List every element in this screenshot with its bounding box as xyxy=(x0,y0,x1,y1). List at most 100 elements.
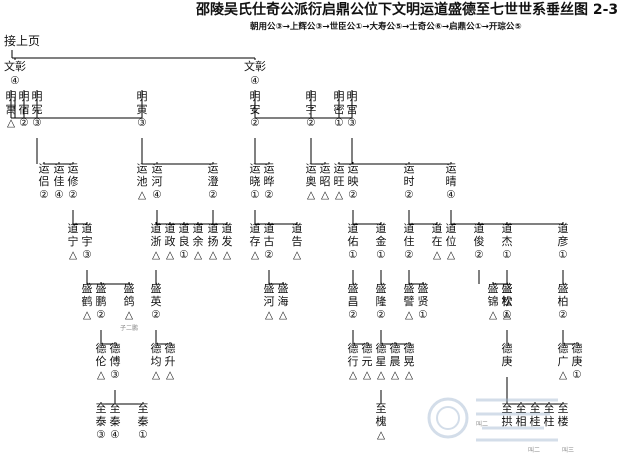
seniority-mark: ④ xyxy=(10,75,19,87)
seniority-mark: ④ xyxy=(54,189,63,201)
person-p48: 盛河△ xyxy=(264,281,275,321)
generation-char: 至 xyxy=(502,402,513,415)
person-p3: 明寓△ xyxy=(6,90,17,129)
seniority-mark: △ xyxy=(251,249,260,261)
seniority-mark: △ xyxy=(69,249,78,261)
seniority-mark: ② xyxy=(151,309,160,321)
generation-char: 道 xyxy=(446,221,457,235)
given-name: 佳 xyxy=(54,174,65,188)
seniority-mark: ② xyxy=(558,309,567,321)
generation-char: 运 xyxy=(320,162,331,175)
given-name: 柱 xyxy=(544,414,555,428)
given-name: 楼 xyxy=(558,414,569,428)
given-name: 宁 xyxy=(68,234,79,248)
given-name: 升 xyxy=(165,355,176,368)
generation-char: 道 xyxy=(68,221,79,235)
person-p30: 道余△ xyxy=(193,221,204,261)
generation-char: 德 xyxy=(376,341,387,355)
generation-char: 运 xyxy=(306,162,317,175)
given-name: 昌 xyxy=(348,295,359,308)
seniority-mark: △ xyxy=(138,189,147,201)
given-name: 锦 xyxy=(488,294,499,308)
given-name: 鹏 xyxy=(96,295,107,308)
seniority-mark: △ xyxy=(559,369,568,381)
given-name: 伦 xyxy=(96,354,107,368)
person-p53: 盛贤① xyxy=(418,281,429,321)
seniority-mark: ① xyxy=(502,249,511,261)
seniority-mark: △ xyxy=(97,369,106,381)
generation-char: 运 xyxy=(250,162,261,175)
generation-char: 德 xyxy=(96,341,107,355)
seniority-mark: △ xyxy=(152,369,161,381)
generation-char: 明 xyxy=(137,90,148,103)
generation-char: 至 xyxy=(96,402,107,415)
generation-char: 德 xyxy=(165,341,176,355)
seniority-mark: △ xyxy=(83,309,92,321)
watermark-seal-icon xyxy=(427,397,558,442)
person-p15: 运河④ xyxy=(152,162,163,201)
seniority-mark: △ xyxy=(363,369,372,381)
generation-char: 运 xyxy=(137,162,148,175)
seniority-mark: △ xyxy=(223,249,232,261)
given-name: 隆 xyxy=(376,294,387,308)
given-name: 存 xyxy=(250,234,261,248)
seniority-mark: ② xyxy=(264,189,273,201)
person-p31: 道扬△ xyxy=(208,221,219,261)
generation-char: 盛 xyxy=(502,281,513,295)
given-name: 宫 xyxy=(347,102,358,116)
seniority-mark: △ xyxy=(194,249,203,261)
person-p20: 运昭△ xyxy=(320,162,331,201)
given-name: 侣 xyxy=(39,174,50,188)
seniority-mark: ② xyxy=(68,189,77,201)
generation-char: 德 xyxy=(404,341,415,355)
person-p74: 至拱 xyxy=(502,402,513,428)
seniority-mark: ④ xyxy=(250,75,259,87)
seniority-mark: ④ xyxy=(110,429,119,441)
given-name: 广 xyxy=(558,355,569,368)
given-name: 晃 xyxy=(404,355,415,368)
generation-char: 运 xyxy=(152,162,163,175)
seniority-mark: ① xyxy=(250,189,259,201)
generation-char: 盛 xyxy=(376,281,387,295)
person-p42: 道杰① xyxy=(502,221,513,261)
person-p51: 盛隆② xyxy=(376,281,387,321)
generation-char: 明 xyxy=(250,90,261,103)
person-p49: 盛海△ xyxy=(278,281,289,321)
previous-page-link[interactable]: 接上页 xyxy=(4,34,41,48)
seniority-mark: △ xyxy=(503,309,512,321)
generation-char: 道 xyxy=(502,221,513,235)
given-name: 位 xyxy=(446,234,457,248)
given-name: 海 xyxy=(278,294,289,308)
given-name: 修 xyxy=(68,174,79,188)
generation-char: 盛 xyxy=(558,281,569,295)
generation-char: 道 xyxy=(222,221,233,235)
annotation-note: 叫三 xyxy=(562,446,574,454)
seniority-mark: ① xyxy=(418,309,427,321)
given-name: 英 xyxy=(151,294,162,308)
person-p58: 德伦△ xyxy=(96,341,107,381)
given-name: 相 xyxy=(516,415,527,428)
given-name: 拱 xyxy=(502,414,513,428)
given-name: 安 xyxy=(250,102,261,116)
person-p62: 德行△ xyxy=(348,341,359,381)
person-p33: 道存△ xyxy=(250,221,261,261)
person-name: 文彰 xyxy=(244,59,266,73)
person-p1: 文彰④ xyxy=(4,59,26,87)
given-name: 浙 xyxy=(151,235,162,248)
generation-char: 盛 xyxy=(348,281,359,295)
generation-char: 盛 xyxy=(488,281,499,295)
given-name: 杰 xyxy=(502,235,513,248)
person-p23: 运时② xyxy=(404,162,415,201)
person-p28: 道政△ xyxy=(165,221,176,261)
given-name: 鸽 xyxy=(124,294,135,308)
person-p46: 盛鸽△ xyxy=(124,281,135,321)
seniority-mark: △ xyxy=(265,309,274,321)
person-p34: 道古② xyxy=(264,221,275,261)
seniority-mark: ② xyxy=(348,309,357,321)
seniority-mark: ② xyxy=(348,189,357,201)
given-name: 告 xyxy=(292,235,303,248)
seniority-mark: ② xyxy=(306,117,315,129)
seniority-mark: △ xyxy=(405,309,414,321)
given-name: 晔 xyxy=(264,175,275,188)
person-p6: 明寅③ xyxy=(137,90,148,129)
